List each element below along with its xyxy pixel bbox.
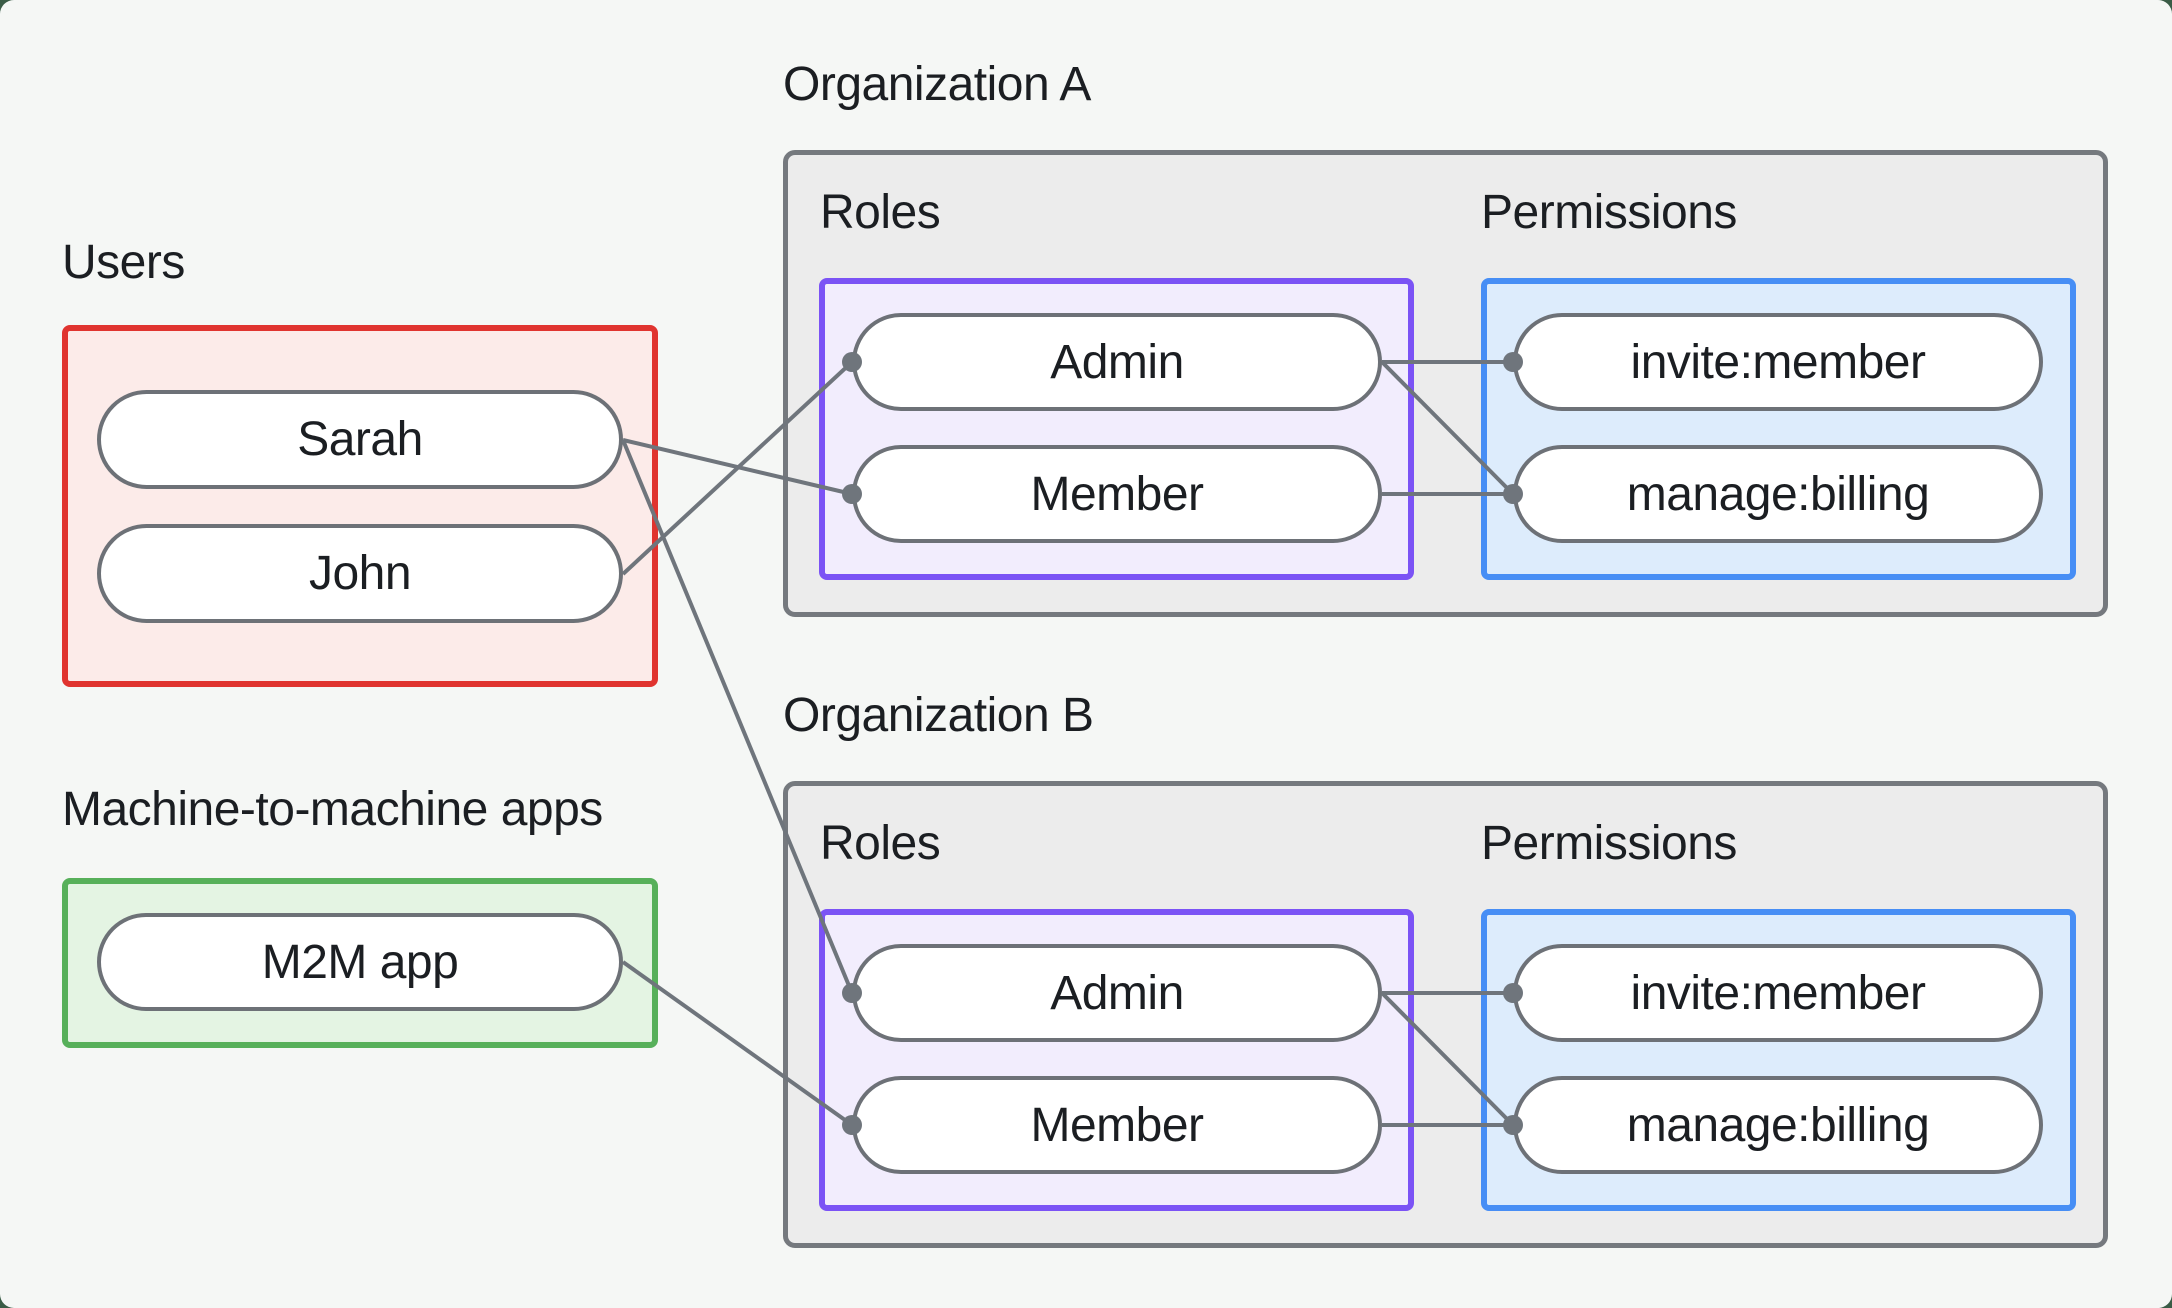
m2m-app-node: M2M app xyxy=(97,913,623,1011)
org-b-roles-label: Roles xyxy=(820,817,941,870)
org-a-roles-label: Roles xyxy=(820,186,941,239)
org-a-role-admin: Admin xyxy=(852,313,1382,411)
m2m-group-label: Machine-to-machine apps xyxy=(62,783,603,836)
org-a-permission-invite-member: invite:member xyxy=(1513,313,2043,411)
org-a-role-member: Member xyxy=(852,445,1382,543)
user-node-sarah: Sarah xyxy=(97,390,623,489)
organization-b-label: Organization B xyxy=(783,689,1094,742)
org-b-permission-manage-billing: manage:billing xyxy=(1513,1076,2043,1174)
users-group-label: Users xyxy=(62,236,185,289)
org-b-role-member: Member xyxy=(852,1076,1382,1174)
org-a-permissions-label: Permissions xyxy=(1481,186,1737,239)
user-node-john: John xyxy=(97,524,623,623)
org-b-role-admin: Admin xyxy=(852,944,1382,1042)
org-b-permission-invite-member: invite:member xyxy=(1513,944,2043,1042)
organization-a-label: Organization A xyxy=(783,58,1091,111)
org-a-permission-manage-billing: manage:billing xyxy=(1513,445,2043,543)
users-group-frame xyxy=(62,325,658,687)
org-b-permissions-label: Permissions xyxy=(1481,817,1737,870)
